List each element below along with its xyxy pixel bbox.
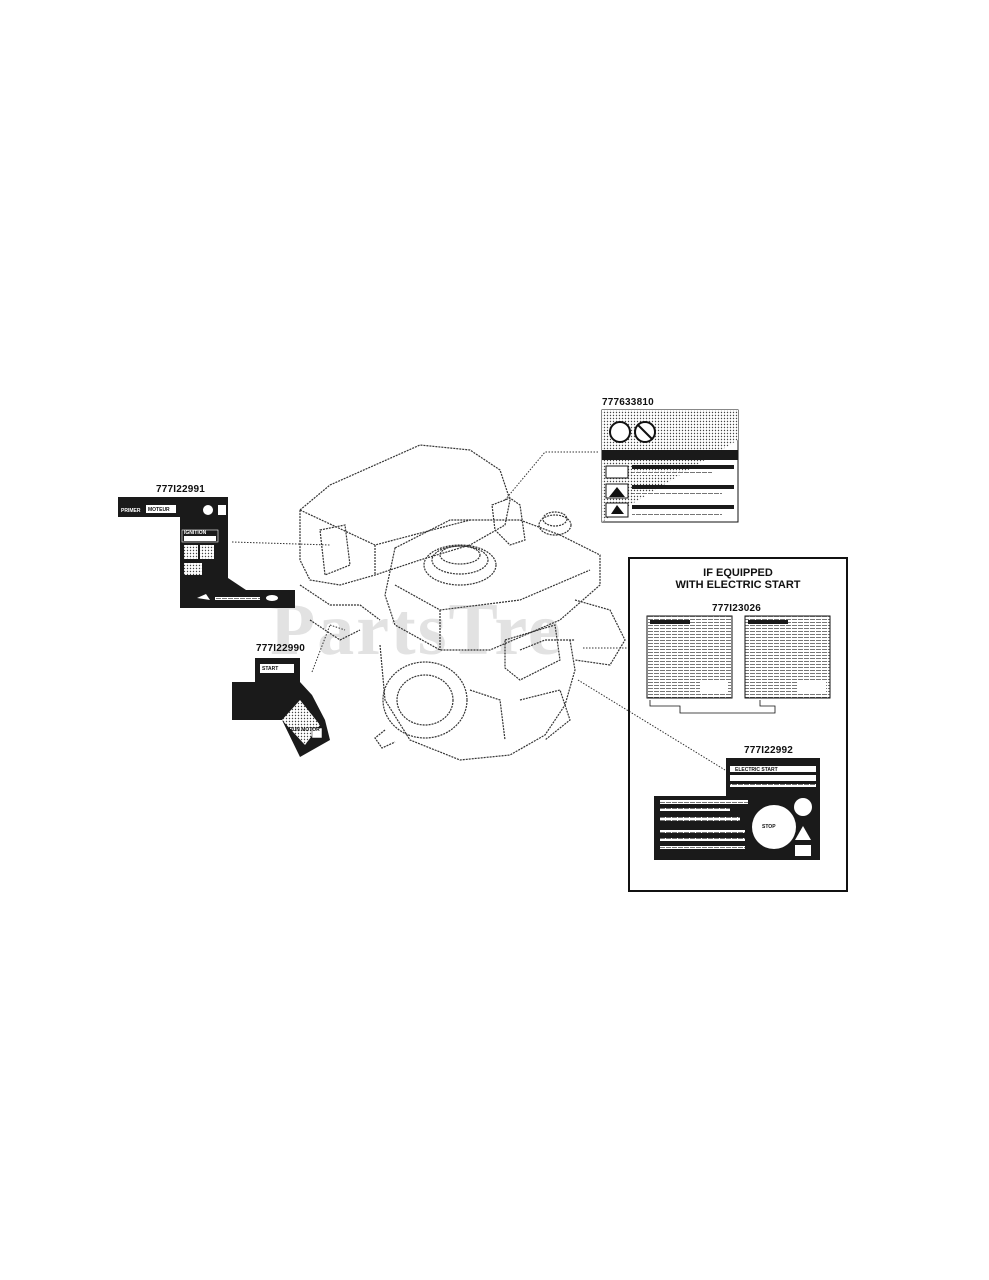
part-number-777I22990: 777I22990: [256, 643, 306, 654]
decal-777I22992: [654, 758, 820, 860]
part-number-777I23026: 777I23026: [712, 603, 762, 614]
decal-text-primer: PRIMER: [121, 508, 141, 514]
decal-777633810: [601, 409, 739, 523]
decal-text-start: START: [262, 666, 279, 672]
decal-text-stop: STOP: [762, 824, 776, 830]
leader-lines: [231, 451, 726, 771]
decal-text-moteur: MOTEUR: [148, 507, 170, 513]
engine-body: [299, 444, 626, 761]
box-title-line2: WITH ELECTRIC START: [675, 579, 801, 591]
part-number-777I22992: 777I22992: [744, 745, 794, 756]
part-number-777I22991: 777I22991: [156, 484, 206, 495]
decal-777I22991: [118, 497, 295, 608]
decal-777I23026: [646, 615, 831, 714]
decal-text-ignition: IGNITION: [184, 530, 207, 536]
decal-text-run: RUN MOTOR: [289, 727, 320, 733]
electric-start-box: IF EQUIPPED WITH ELECTRIC START 777I2302…: [628, 557, 848, 892]
decal-777I22990: [232, 658, 330, 757]
part-number-777633810: 777633810: [602, 397, 654, 408]
box-title-line1: IF EQUIPPED: [703, 567, 773, 579]
watermark: PartsTre: [270, 589, 563, 671]
decal-text-electric-start: ELECTRIC START: [735, 767, 778, 773]
